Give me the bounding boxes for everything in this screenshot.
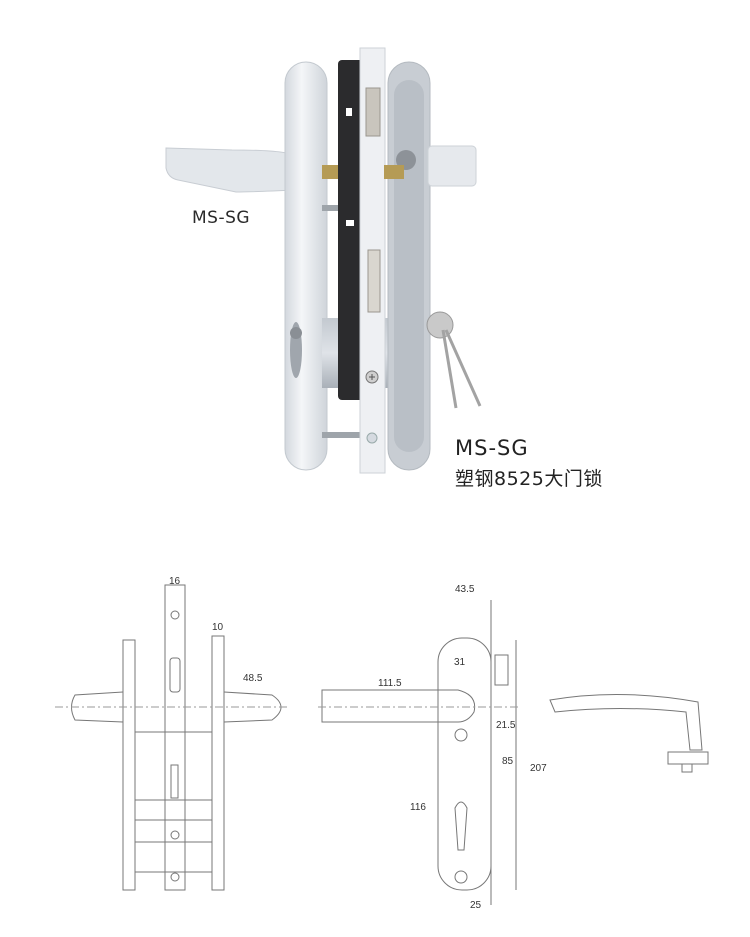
front-view-drawing xyxy=(321,600,517,905)
dim-faceplate: 16 xyxy=(169,576,181,587)
dim-height: 207 xyxy=(530,763,547,774)
dim-projection: 48.5 xyxy=(243,673,263,684)
product-name-label: 塑钢8525大门锁 xyxy=(455,468,603,490)
dim-screws: 116 xyxy=(410,802,426,813)
side-view-drawing xyxy=(71,584,282,891)
side-model-label: MS-SG xyxy=(192,208,251,228)
dim-spindle-cyl: 85 xyxy=(502,756,514,767)
handle-profile-drawing xyxy=(549,693,709,773)
dim-spindle-screw: 21.5 xyxy=(496,720,516,731)
dim-plate: 10 xyxy=(212,622,224,633)
dim-rosette: 31 xyxy=(454,657,466,668)
dim-bottom: 25 xyxy=(470,900,482,911)
product-photo xyxy=(165,47,482,474)
dim-handle: 111.5 xyxy=(378,678,402,689)
model-label: MS-SG xyxy=(455,436,529,460)
dim-depth: 43.5 xyxy=(455,584,475,595)
